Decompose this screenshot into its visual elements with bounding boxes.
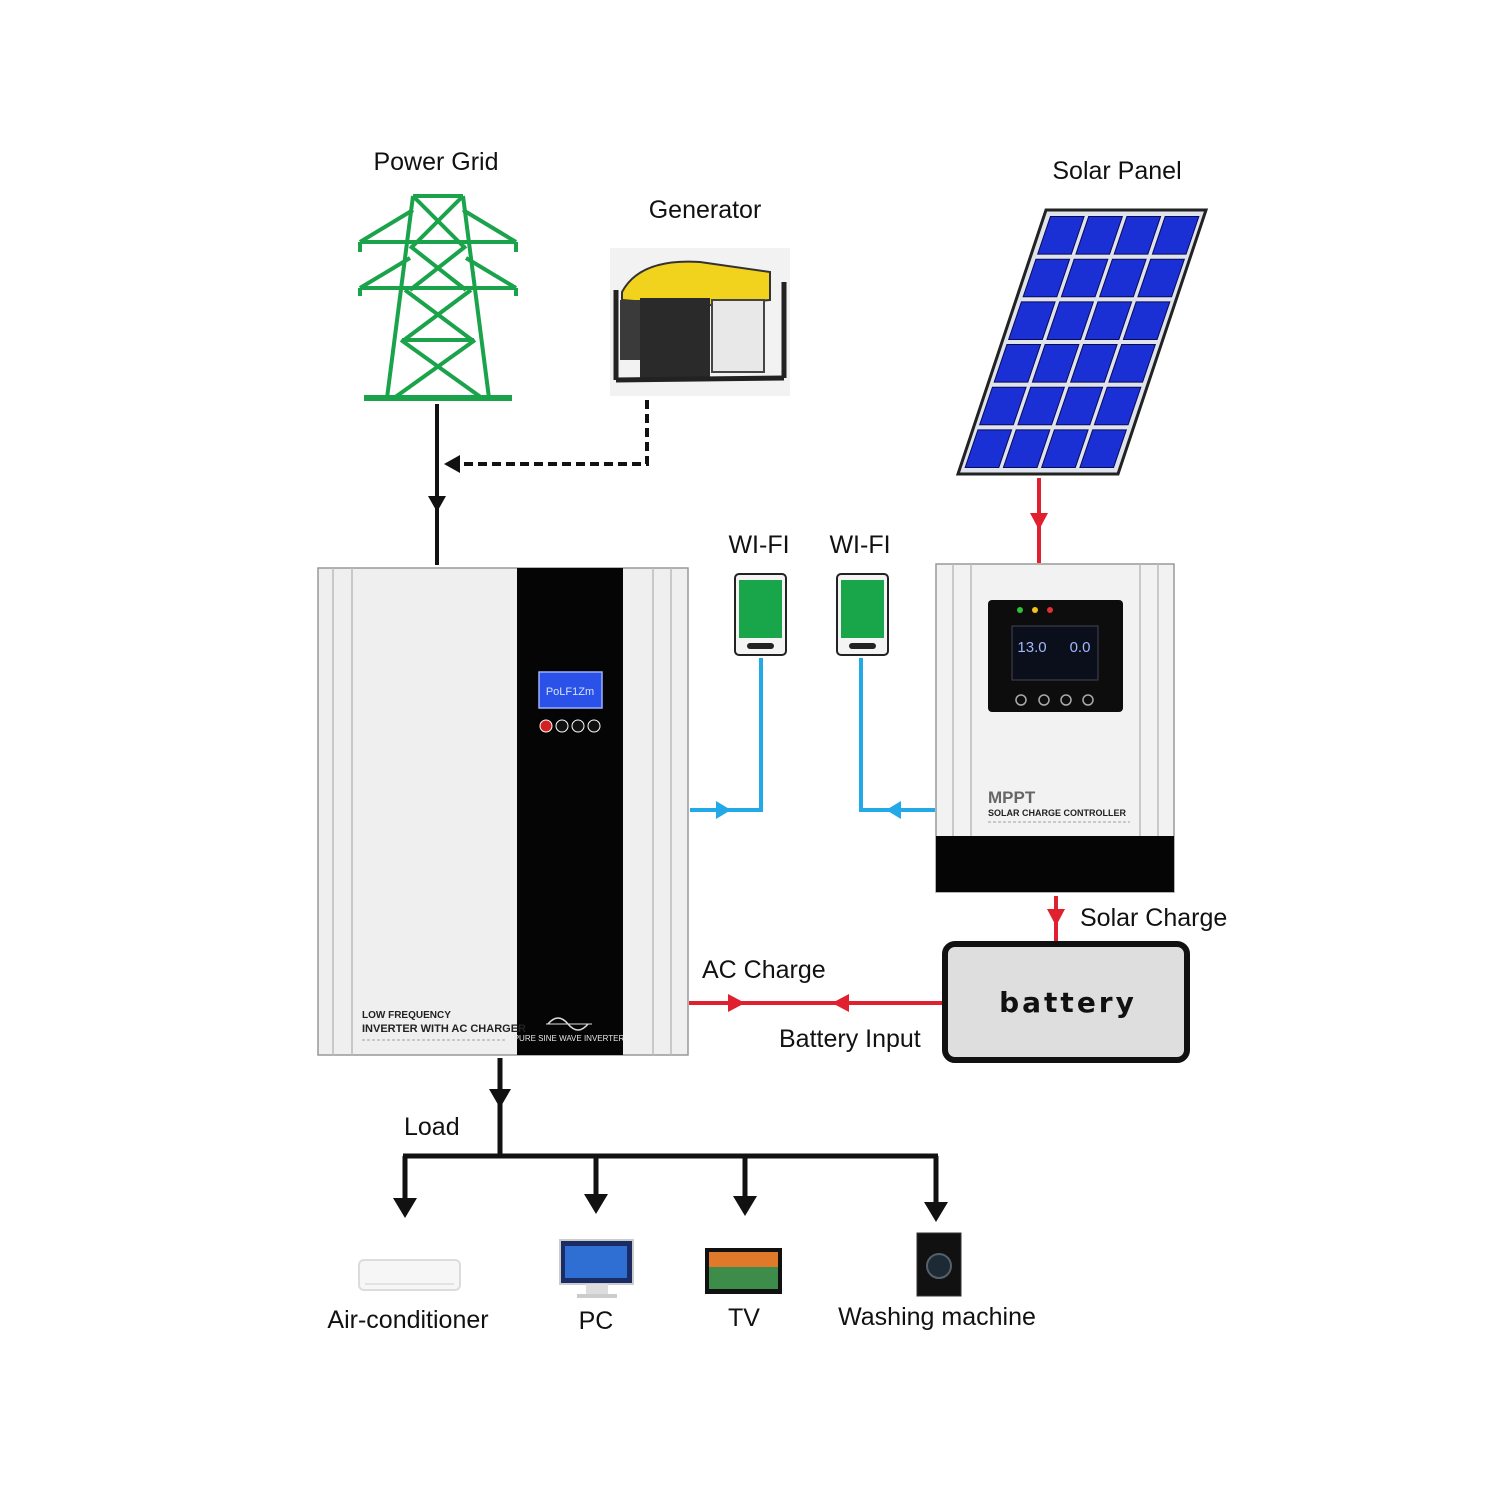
pc-icon <box>559 1239 634 1298</box>
battery-input-label: Battery Input <box>779 1025 921 1053</box>
solar-cell <box>1007 301 1056 340</box>
solar-cell <box>1022 258 1071 298</box>
controller-button-3[interactable] <box>1060 694 1072 706</box>
solar-cell <box>1075 216 1124 255</box>
phone-right-icon <box>836 573 889 656</box>
solar-cell <box>1122 301 1171 340</box>
controller-subtitle: SOLAR CHARGE CONTROLLER <box>988 808 1126 818</box>
inverter-unit: PoLF1Zm PURE SINE WAVE INVERTER LOW FREQ… <box>317 567 689 1056</box>
load-item-pc: PC <box>579 1307 614 1335</box>
solar-charge-label: Solar Charge <box>1080 904 1227 932</box>
solar-cell <box>964 429 1013 468</box>
solar-cell <box>1098 258 1147 298</box>
phone-left-icon <box>734 573 787 656</box>
solar-cell <box>978 386 1027 426</box>
inverter-line2: INVERTER WITH AC CHARGER <box>362 1023 526 1035</box>
load-item-washing-machine: Washing machine <box>838 1303 1036 1331</box>
wifi-label-right: WI-FI <box>829 531 890 559</box>
controller-button-1[interactable] <box>1015 694 1027 706</box>
solar-cell <box>1055 386 1104 426</box>
solar-cell <box>1002 429 1051 468</box>
wifi-label-left: WI-FI <box>728 531 789 559</box>
generator-feed-line <box>444 400 649 473</box>
load-item-tv: TV <box>728 1304 760 1332</box>
solar-cell <box>1046 301 1095 340</box>
solar-cell <box>1137 258 1186 298</box>
generator-icon <box>610 248 790 396</box>
solar-cell <box>1069 344 1118 383</box>
controller-readout-right: 0.0 <box>1070 639 1091 656</box>
generator-label: Generator <box>649 196 762 224</box>
solar-cell <box>1060 258 1109 298</box>
battery-label: battery <box>999 986 1137 1019</box>
wifi-link-controller <box>859 658 935 812</box>
load-label: Load <box>404 1113 460 1141</box>
solar-cell <box>1036 216 1085 255</box>
solar-cell <box>993 344 1042 383</box>
solar-panel-icon <box>955 208 1209 476</box>
inverter-lcd <box>538 671 603 709</box>
solar-cell <box>1108 344 1157 383</box>
solar-cell <box>1151 216 1200 255</box>
controller-button-4[interactable] <box>1082 694 1094 706</box>
tv-icon <box>705 1248 782 1294</box>
ac-charge-label: AC Charge <box>702 956 826 984</box>
solar-cell <box>1031 344 1080 383</box>
grid-feed-line <box>428 404 446 565</box>
controller-brand: MPPT <box>988 788 1036 807</box>
controller-readout-left: 13.0 <box>1017 639 1046 656</box>
panel-to-controller-line <box>1030 478 1048 563</box>
solar-panel-label: Solar Panel <box>1052 157 1181 185</box>
battery-box <box>942 941 1190 1063</box>
solar-cell <box>1079 429 1128 468</box>
inverter-badge: PURE SINE WAVE INVERTER <box>514 1034 625 1043</box>
ac-charge-line <box>689 994 942 1012</box>
solar-cell <box>1084 301 1133 340</box>
load-bus <box>402 1058 939 1204</box>
controller-button-2[interactable] <box>1038 694 1050 706</box>
power-tower-icon <box>358 194 518 401</box>
charge-controller-unit: 13.0 0.0 MPPT SOLAR CHARGE CONTROLLER <box>935 563 1175 893</box>
up-button[interactable] <box>555 719 569 733</box>
inverter-line1: LOW FREQUENCY <box>362 1010 451 1021</box>
set-button[interactable] <box>587 719 601 733</box>
power-grid-label: Power Grid <box>373 148 498 176</box>
solar-cell <box>1017 386 1066 426</box>
inverter-lcd-readout: PoLF1Zm <box>546 686 594 698</box>
down-button[interactable] <box>571 719 585 733</box>
washing-machine-icon <box>916 1232 962 1297</box>
controller-lcd <box>1011 625 1099 681</box>
solar-cell <box>1113 216 1162 255</box>
solar-charge-line <box>1047 896 1065 942</box>
solar-cell <box>1040 429 1089 468</box>
air-conditioner-icon <box>358 1259 461 1291</box>
wifi-link-inverter <box>690 658 763 812</box>
solar-cell <box>1093 386 1142 426</box>
power-button[interactable] <box>539 719 553 733</box>
load-item-air-conditioner: Air-conditioner <box>327 1306 488 1334</box>
